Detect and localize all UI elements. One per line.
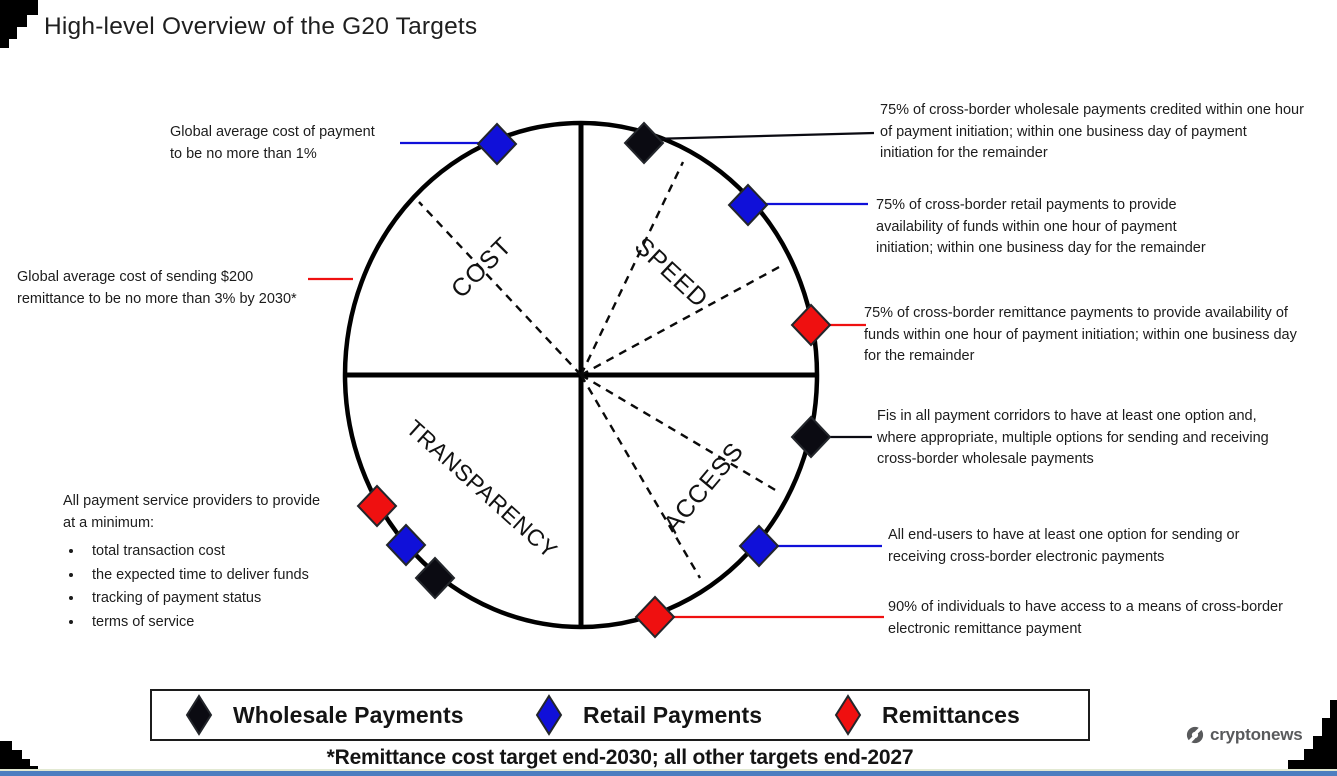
quadrant-label-speed: SPEED [629,232,714,314]
diamond-wholesale-speed-icon [623,121,665,165]
annotation-speed-remittance: 75% of cross-border remittance payments … [864,305,1297,364]
annotation-transparency-header: All payment service providers to provide… [63,493,321,531]
diamond-retail-cost-icon [476,122,518,166]
legend-label-wholesale: Wholesale Payments [233,701,464,728]
quadrant-label-access: ACCESS [658,437,749,538]
transparency-bullet-list: total transaction cost the expected time… [63,540,363,633]
annotation-speed-retail: 75% of cross-border retail payments to p… [876,197,1206,256]
bullet-item: total transaction cost [84,540,363,562]
dashed-divider-access-2 [579,374,702,579]
page-title: High-level Overview of the G20 Targets [44,13,478,40]
annotation-transparency-psp: All payment service providers to provide… [63,491,363,634]
annotation-cost-remittance: Global average cost of sending $200 remi… [17,269,297,307]
dashed-divider-speed-2 [580,264,782,377]
annotation-access-retail: All end-users to have at least one optio… [888,527,1240,565]
annotation-access-wholesale: Fis in all payment corridors to have at … [877,408,1269,467]
diamond-wholesale-access-icon [790,415,832,459]
retail-diamond-icon [535,694,563,736]
bottom-accent-line [0,769,1337,771]
diamond-remittance-access-icon [634,595,676,639]
dashed-divider-cost [418,201,582,376]
diamond-retail-access-icon [738,524,780,568]
leader-speed-wholesale [650,131,875,141]
annotation-cost-retail: Global average cost of payment to be no … [170,124,375,162]
diamond-retail-speed-icon [727,183,769,227]
annotation-speed-wholesale: 75% of cross-border wholesale payments c… [880,102,1304,161]
legend-label-remittances: Remittances [882,701,1020,728]
cryptonews-ring-icon [1186,726,1204,744]
legend-item-retail: Retail Payments [534,691,762,739]
diamond-retail-transparency-icon [385,523,427,567]
remittance-diamond-icon [834,694,862,736]
brand-logo: cryptonews [1186,725,1303,745]
bottom-blue-bar [0,771,1337,776]
brand-name: cryptonews [1210,725,1303,744]
dashed-divider-access-1 [580,373,778,493]
quadrant-label-transparency: TRANSPARENCY [401,415,562,564]
wholesale-diamond-icon [185,694,213,736]
legend-item-wholesale: Wholesale Payments [184,691,464,739]
bullet-item: the expected time to deliver funds [84,564,363,586]
annotation-access-remittance: 90% of individuals to have access to a m… [888,599,1283,637]
diamond-remittance-speed-icon [790,303,832,347]
dashed-divider-speed-1 [579,161,685,376]
legend-item-remittances: Remittances [833,691,1020,739]
legend-label-retail: Retail Payments [583,701,763,728]
bullet-item: tracking of payment status [84,587,363,609]
diamond-remittance-transparency-icon [356,484,398,528]
legend-box: Wholesale Payments Retail Payments Remit… [150,689,1090,741]
bullet-item: terms of service [84,611,363,633]
diamond-wholesale-transparency-icon [414,556,456,600]
footnote: *Remittance cost target end-2030; all ot… [326,746,914,769]
